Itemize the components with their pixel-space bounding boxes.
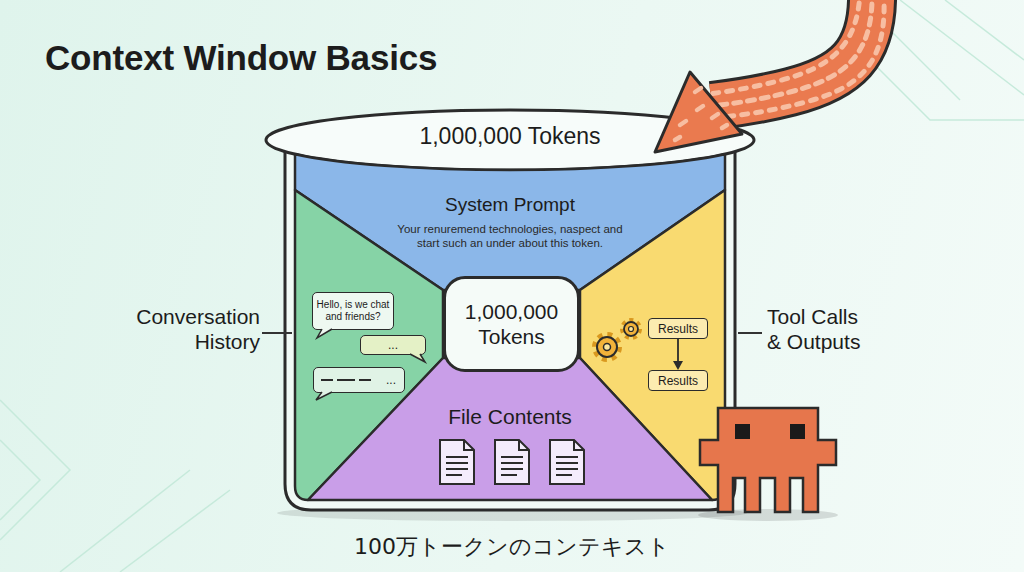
gear-teeth xyxy=(623,321,640,338)
token-pills xyxy=(724,1,884,117)
section-heading: File Contents xyxy=(306,405,714,429)
deco-line xyxy=(945,0,1024,60)
result-text: Results xyxy=(658,322,698,336)
file-contents-band-shape xyxy=(306,356,714,502)
jar-body xyxy=(285,146,735,510)
gear-hub xyxy=(604,344,611,351)
section-body: Your renuremend technologies, naspect an… xyxy=(392,222,628,250)
text-dash xyxy=(321,379,333,381)
bubble-tail xyxy=(410,354,425,362)
document-fold xyxy=(574,440,584,450)
gear-body xyxy=(597,337,617,357)
creature-shadow xyxy=(698,509,838,521)
token-pills xyxy=(675,88,727,140)
diagram-title: Context Window Basics xyxy=(45,38,437,78)
token-stream-outline xyxy=(712,0,872,106)
chat-bubble: ... xyxy=(360,335,426,355)
token-arrow-head xyxy=(655,72,742,152)
document-lines xyxy=(446,457,468,475)
document-fold xyxy=(519,440,529,450)
document-icon xyxy=(440,440,474,484)
creature-eye xyxy=(790,424,805,439)
leader-line xyxy=(262,332,292,334)
section-heading: Conversation History xyxy=(115,304,260,354)
token-count: 1,000,000 Tokens xyxy=(454,299,569,349)
gear-teeth xyxy=(595,335,619,359)
bubble-text: ... xyxy=(388,339,398,351)
context-jar: 1,000,000 TokensSystem PromptYour renure… xyxy=(258,108,762,518)
flow-arrow xyxy=(673,339,683,370)
token-pills xyxy=(700,0,860,95)
deco-line xyxy=(850,40,1024,120)
section-heading: Tool Calls & Outputs xyxy=(767,304,877,354)
document-lines xyxy=(501,457,523,475)
text-dash xyxy=(359,379,371,381)
document-icon xyxy=(495,440,529,484)
arrow-head xyxy=(673,361,683,370)
jar-label: 1,000,000 Tokens xyxy=(258,123,762,150)
result-box: Results xyxy=(648,318,708,339)
bubble-text: Hello, is we chat and friends? xyxy=(315,299,391,323)
deco-line xyxy=(0,400,70,540)
deco-line xyxy=(120,490,230,572)
deco-line xyxy=(900,0,1024,95)
diagram-caption: 100万トークンのコンテキスト xyxy=(0,532,1024,562)
bubble-text: ... xyxy=(386,374,396,386)
gear-body xyxy=(624,322,638,336)
token-stream xyxy=(712,0,872,106)
deco-line xyxy=(880,20,960,100)
gear-hub xyxy=(629,327,634,332)
chat-bubble: Hello, is we chat and friends? xyxy=(312,292,394,330)
section-heading: System Prompt xyxy=(390,194,630,216)
document-fold xyxy=(464,440,474,450)
file-contents-band-fill xyxy=(308,358,712,500)
connector-line xyxy=(677,339,679,362)
pixel-creature xyxy=(700,408,836,512)
token-pills xyxy=(712,0,872,106)
chat-bubble: ... xyxy=(313,367,405,393)
bubble-tail xyxy=(317,329,332,338)
result-text: Results xyxy=(658,374,698,388)
result-box: Results xyxy=(648,370,708,391)
deco-line xyxy=(60,470,190,572)
deco-line xyxy=(0,440,40,520)
text-dash xyxy=(337,379,355,381)
document-lines xyxy=(556,457,578,475)
document-icon xyxy=(550,440,584,484)
file-contents-band: File Contents xyxy=(306,356,714,502)
creature-eye xyxy=(735,424,750,439)
leader-line xyxy=(738,332,762,334)
token-count-box: 1,000,000 Tokens xyxy=(443,276,580,372)
bubble-tail xyxy=(316,392,332,400)
